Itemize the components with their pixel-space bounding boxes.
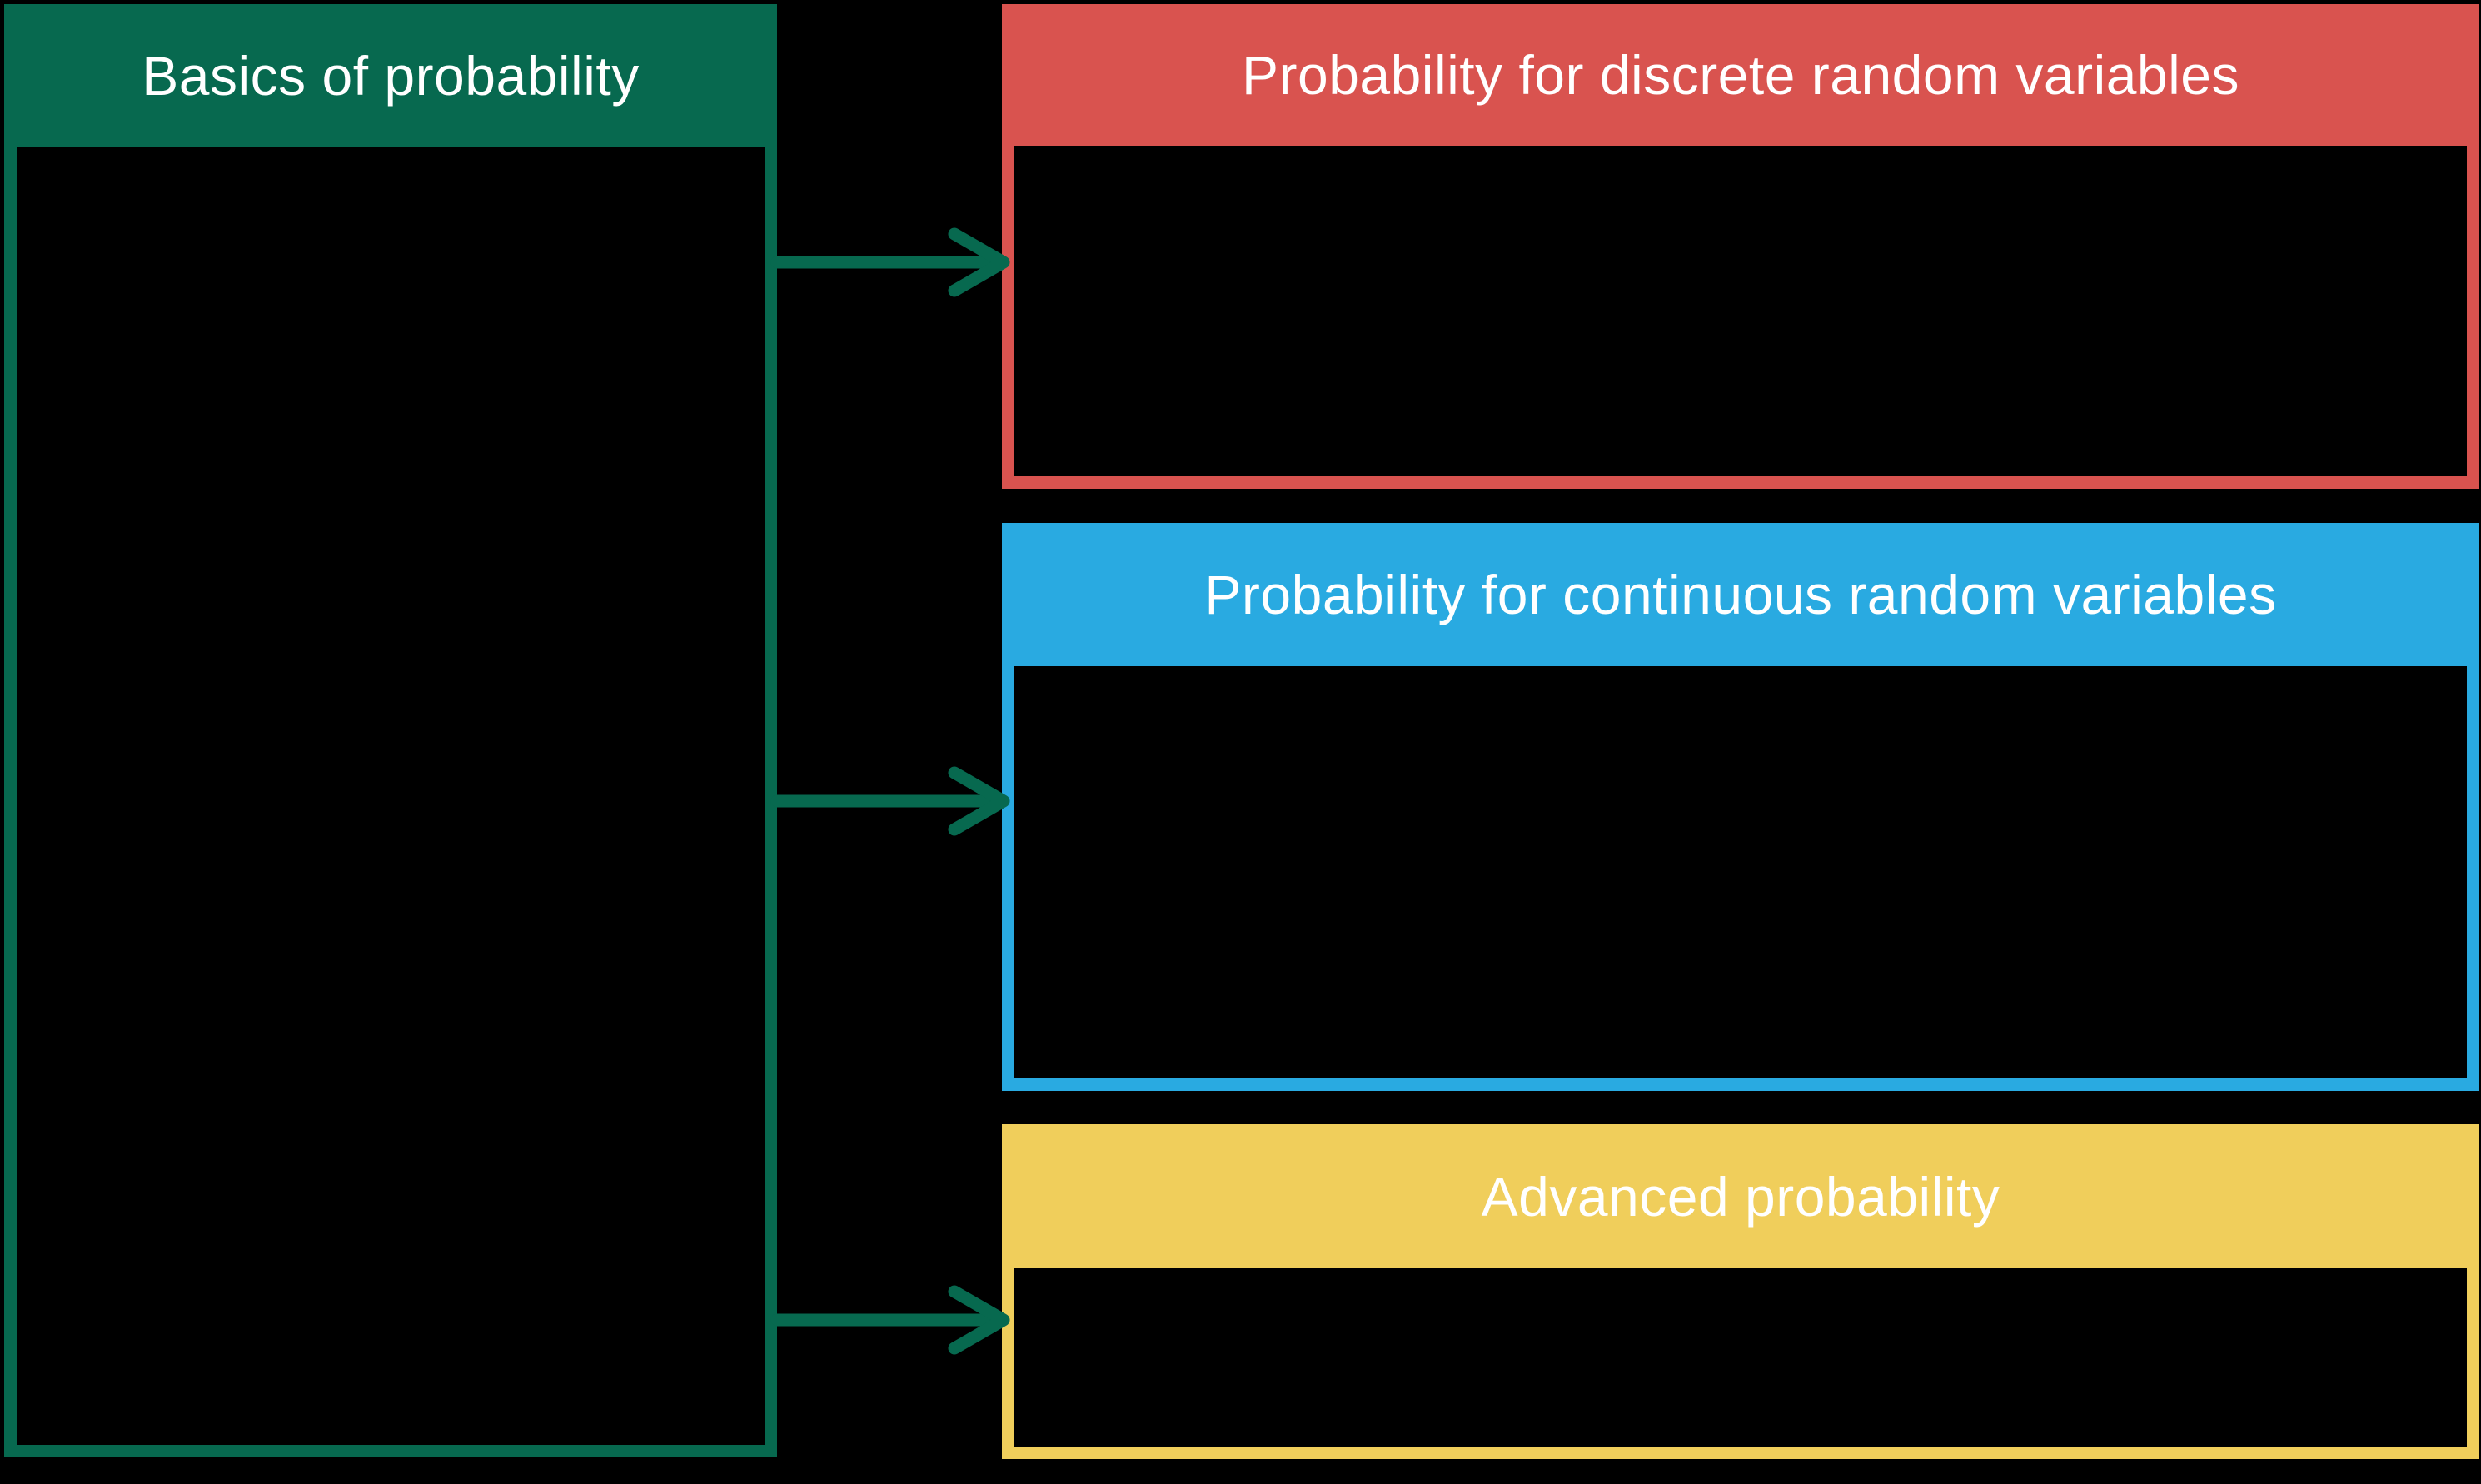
box-advanced-probability: Advanced probability <box>1002 1124 2479 1459</box>
box-advanced-body <box>1002 1268 2479 1459</box>
box-continuous-header: Probability for continuous random variab… <box>1002 523 2479 666</box>
box-basics-of-probability: Basics of probability <box>4 4 777 1457</box>
box-continuous-title: Probability for continuous random variab… <box>1204 564 2277 625</box>
box-basics-title: Basics of probability <box>142 45 640 107</box>
box-continuous-body <box>1002 666 2479 1091</box>
box-discrete-header: Probability for discrete random variable… <box>1002 4 2479 146</box>
box-basics-header: Basics of probability <box>4 4 777 147</box>
box-discrete-body <box>1002 146 2479 489</box>
arrow-basics-to-discrete <box>770 227 1010 297</box>
box-discrete-title: Probability for discrete random variable… <box>1241 44 2240 106</box>
box-discrete-random-variables: Probability for discrete random variable… <box>1002 4 2479 489</box>
box-advanced-title: Advanced probability <box>1481 1165 2000 1228</box>
box-basics-body <box>4 147 777 1457</box>
box-continuous-random-variables: Probability for continuous random variab… <box>1002 523 2479 1091</box>
arrow-basics-to-advanced <box>770 1285 1010 1355</box>
arrow-basics-to-continuous <box>770 766 1010 836</box>
box-advanced-header: Advanced probability <box>1002 1124 2479 1268</box>
